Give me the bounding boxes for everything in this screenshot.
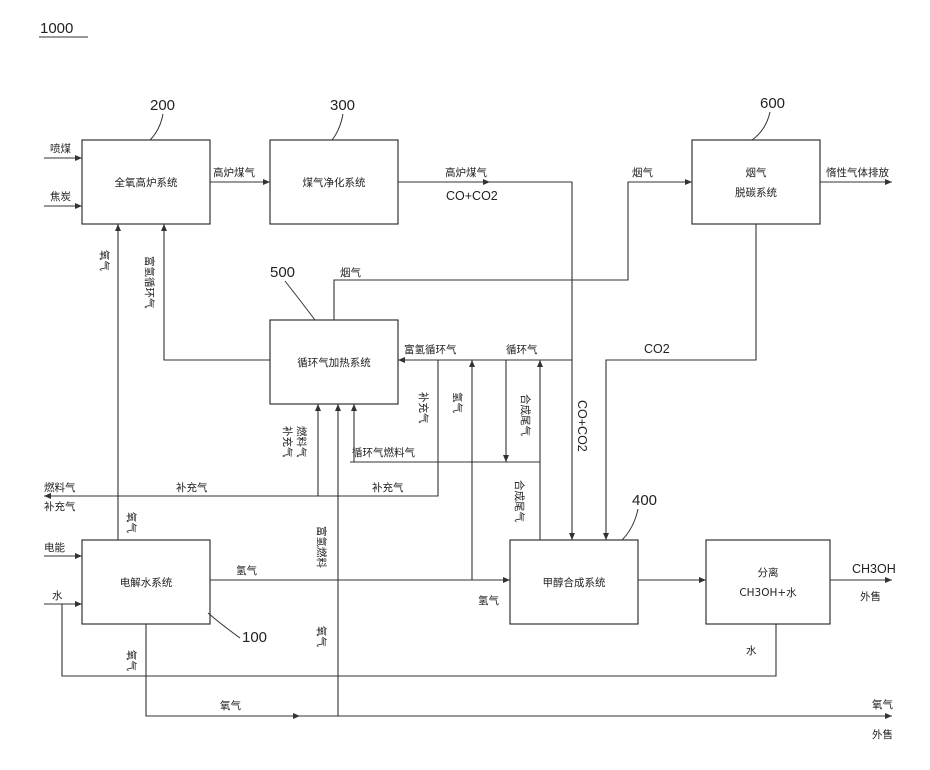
co-co2-to-400 xyxy=(398,182,572,540)
label-line: 脱碳系统 xyxy=(735,186,777,199)
label-flue-gas-1: 烟气 xyxy=(632,166,653,179)
label-o2-bottom: 氧气 xyxy=(220,699,241,712)
label-line: 分离 xyxy=(758,566,779,579)
label-line: 补充气 xyxy=(281,426,294,458)
ref-400-leader xyxy=(622,509,638,540)
label-recycle-fuel-gas: 循环气燃料气 xyxy=(352,446,415,459)
label-h2-v: 氢气 xyxy=(451,392,464,413)
label-o2-low: 氧气 xyxy=(125,650,138,671)
label-synthesis-purge-1: 合成尾气 xyxy=(519,394,532,436)
label-h2-into-400: 氢气 xyxy=(478,594,499,607)
unit-300-label: 煤气净化系统 xyxy=(303,176,366,189)
label-coke: 焦炭 xyxy=(50,190,71,203)
ref-500: 500 xyxy=(270,264,295,281)
unit-100-label: 电解水系统 xyxy=(120,576,173,589)
ref-100-leader xyxy=(208,613,240,638)
unit-500-box: 循环气加热系统 xyxy=(270,320,398,404)
label-export-2: 外售 xyxy=(860,590,881,603)
ref-200: 200 xyxy=(150,97,175,114)
label-co2: CO2 xyxy=(644,342,670,356)
rich-h2-recycle-to-200 xyxy=(164,224,270,360)
ref-500-leader xyxy=(285,281,315,320)
label-rich-h2-recycle: 富氢循环气 xyxy=(404,343,457,356)
unit-200-box: 全氧高炉系统 xyxy=(82,140,210,224)
label-o2-out: 氧气 xyxy=(872,698,893,711)
label-line: 燃料气 xyxy=(295,426,308,458)
unit-500-label: 循环气加热系统 xyxy=(297,356,371,369)
label-rich-h2-recycle-left: 富氢循环气 xyxy=(143,256,156,309)
label-export-1: 外售 xyxy=(872,728,893,741)
label-inert-out: 惰性气体排放 xyxy=(826,166,889,179)
figure-number: 1000 xyxy=(40,20,73,37)
label-makeup-gas-h2: 补充气 xyxy=(372,481,404,494)
unit-100-box: 电解水系统 xyxy=(82,540,210,624)
label-bf-gas-1: 高炉煤气 xyxy=(213,166,255,179)
unit-400-label: 甲醇合成系统 xyxy=(543,576,606,589)
label-coal-powder: 喷煤 xyxy=(50,142,71,155)
ref-400: 400 xyxy=(632,492,657,509)
label-rich-h2-fuel: 富氢燃料 xyxy=(315,526,328,568)
label-water: 水 xyxy=(52,590,63,602)
label-h2-out: 氢气 xyxy=(236,564,257,577)
ref-300-leader xyxy=(332,114,343,140)
ref-300: 300 xyxy=(330,97,355,114)
label-fuel-gas: 燃料气 xyxy=(44,481,76,494)
ref-600: 600 xyxy=(760,95,785,112)
label-flue-gas-2: 烟气 xyxy=(340,266,361,279)
label-bf-gas-2: 高炉煤气 xyxy=(445,166,487,179)
label-synthesis-purge-2: 合成尾气 xyxy=(513,480,526,522)
label-makeup-fuel-gas-v: 补充气燃料气 xyxy=(281,426,308,458)
ref-100: 100 xyxy=(242,629,267,646)
label-electricity: 电能 xyxy=(44,541,65,554)
unit-200-label: 全氧高炉系统 xyxy=(115,176,178,189)
unit-300-box: 煤气净化系统 xyxy=(270,140,398,224)
label-makeup-gas-in: 补充气 xyxy=(44,500,76,513)
label-ch3oh-out: CH3OH xyxy=(852,562,896,576)
label-line: 烟气 xyxy=(746,166,767,179)
separator-box: 分离 CH3OH+水 xyxy=(706,540,830,624)
label-recycle-gas: 循环气 xyxy=(506,343,538,356)
ref-600-leader xyxy=(752,112,770,140)
label-o2-bf: 氧气 xyxy=(98,250,111,271)
label-line: CH3OH+水 xyxy=(739,587,797,599)
unit-400-box: 甲醇合成系统 xyxy=(510,540,638,624)
label-o2-from-100: 氧气 xyxy=(125,512,138,533)
label-co-co2-2: CO+CO2 xyxy=(575,400,589,452)
label-makeup-gas-v: 补充气 xyxy=(417,392,430,424)
ref-200-leader xyxy=(150,114,163,140)
label-co-co2-1: CO+CO2 xyxy=(446,189,498,203)
unit-600-box: 烟气脱碳系统 xyxy=(692,140,820,224)
label-water-back: 水 xyxy=(746,645,757,657)
label-o2-v-up: 氧气 xyxy=(315,626,328,647)
label-makeup-gas-h1: 补充气 xyxy=(176,481,208,494)
